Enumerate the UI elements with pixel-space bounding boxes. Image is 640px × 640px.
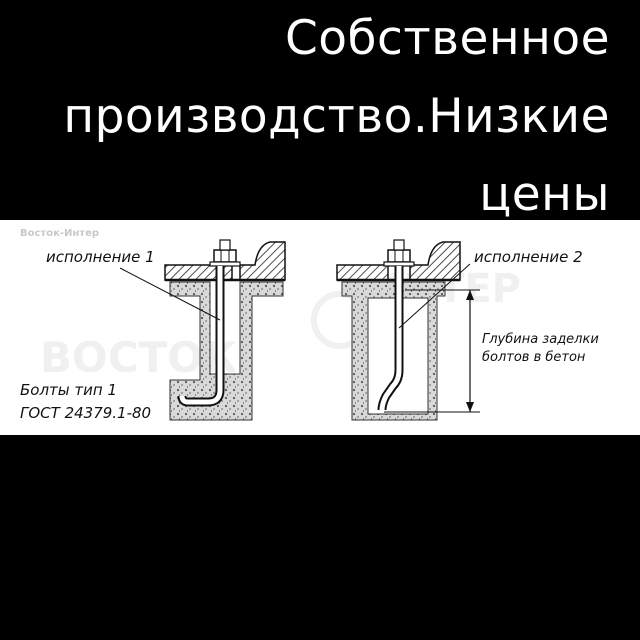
nut-1 [213,249,237,263]
depth-dimension [384,289,480,413]
bolt-diagram: Восток-Интер ВОСТОК ИНТЕР исполнение 1 Б… [20,228,599,422]
bolt-diagram-panel: Восток-Интер ВОСТОК ИНТЕР исполнение 1 Б… [0,220,640,435]
variant-2-drawing [336,239,461,421]
headline-line-3: цены [479,167,610,222]
headline-line-1: Собственное [284,11,610,66]
headline: Собственное производство.Низкие цены [10,0,610,234]
nut-2 [387,249,411,263]
depth-label-line-1: Глубина заделки [482,332,599,347]
watermark-small: Восток-Интер [20,228,99,239]
variant-1-drawing [164,239,286,421]
leader-line-2 [398,263,471,329]
caption-line-1: Болты тип 1 [20,381,117,399]
caption-line-2: ГОСТ 24379.1-80 [20,404,151,422]
base-plate-right-1 [239,241,286,281]
leader-line-1 [119,267,221,321]
depth-label-line-2: болтов в бетон [482,350,586,365]
base-plate-right-2 [409,241,461,281]
base-plate-left-2 [336,264,389,281]
label-variant-1: исполнение 1 [46,248,155,266]
headline-line-2: производство.Низкие [63,89,610,144]
label-variant-2: исполнение 2 [474,248,583,266]
